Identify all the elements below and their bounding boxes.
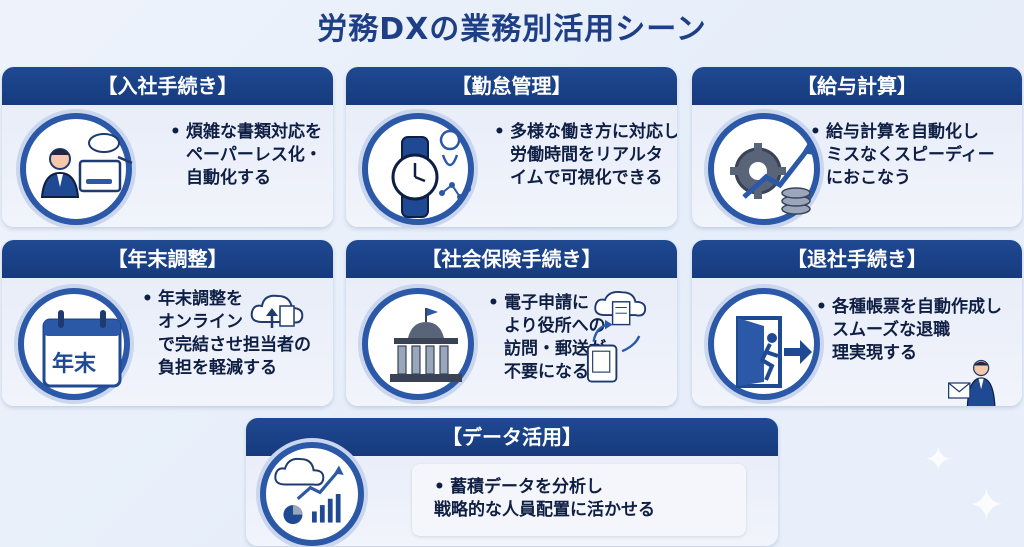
desc-line: 蓄積データを分析し [450, 477, 603, 497]
desc-line: 負担を軽減する [158, 358, 277, 378]
data-desc-panel [412, 464, 746, 536]
desc-line: より役所への [504, 316, 606, 336]
desc-line: 各種帳票を自動作成し [832, 297, 1002, 317]
desc-line: オンライン [158, 312, 243, 332]
exit-door-icon [708, 288, 820, 400]
cloud-document-upload-icon [586, 291, 647, 383]
page-title: 労務DXの業務別活用シーン [317, 12, 707, 47]
card-desc: •蓄積データを分析し 戦略的な人員配置に活かせる [434, 477, 655, 520]
calendar-text: 年末 [51, 352, 96, 377]
card-header: 【年末調整】 [2, 240, 333, 278]
desc-line: で完結させ担当者の [158, 335, 311, 355]
card-desc: •年末調整を オンライン で完結させ担当者の 負担を軽減する [142, 289, 311, 378]
calendar-icon: 年末 [18, 288, 130, 400]
desc-line: 多様な働き方に対応し [510, 122, 677, 142]
card-desc: •電子申請に より役所への 訪問・郵送が 不要になる [488, 293, 606, 382]
government-building-icon [362, 288, 474, 400]
desc-line: 自動化する [186, 168, 271, 188]
desc-line: 戦略的な人員配置に活かせる [434, 500, 655, 520]
desc-line: スムーズな退職 [832, 320, 951, 340]
desc-line: 年末調整を [158, 289, 243, 309]
desc-line: 訪問・郵送が [504, 339, 606, 359]
card-taisha: 【退社手続き】 •各種帳票を自動作成し スムーズな退職 理実現する [692, 240, 1022, 406]
card-header: 【社会保険手続き】 [346, 240, 677, 278]
desc-line: 煩雑な書類対応を [186, 122, 322, 142]
desc-line: イムで可視化できる [510, 168, 663, 188]
employee-envelope-icon [948, 359, 996, 406]
employee-paperless-icon [20, 113, 133, 225]
card-desc: •多様な働き方に対応し 労働時間をリアルタ イムで可視化できる [494, 121, 677, 190]
desc-line: 電子申請に [504, 293, 589, 313]
card-nenmatsu: 【年末調整】 年末 •年末調整を オンライン で完結させ担当者の 負担を軽減する [2, 240, 333, 406]
watch-location-icon [362, 113, 474, 225]
cloud-upload-icon [250, 294, 304, 328]
card-desc: •給与計算を自動化し ミスなくスピーディー におこなう [810, 122, 995, 188]
card-nyusha: 【入社手続き】 •煩雑な書類対応を ペーパーレス化・ 自動化する [2, 67, 333, 227]
desc-line: ミスなくスピーディー [826, 145, 995, 165]
card-desc: •各種帳票を自動作成し スムーズな退職 理実現する [816, 297, 1002, 363]
desc-line: におこなう [826, 168, 911, 188]
card-shakai: 【社会保険手続き】 •電子申請に より役所への 訪問・郵送が 不要になる [346, 240, 677, 406]
gear-chart-coins-icon [708, 113, 820, 225]
sparkle-icon: ✦ [924, 440, 953, 480]
card-kyuyo: 【給与計算】 •給与計算を自動化し ミスなくスピーディー におこなう [692, 67, 1022, 227]
card-header: 【勤怠管理】 [346, 67, 677, 105]
card-header: 【入社手続き】 [2, 67, 333, 105]
card-desc: •煩雑な書類対応を ペーパーレス化・ 自動化する [170, 122, 322, 188]
desc-line: 給与計算を自動化し [826, 122, 979, 142]
card-header: 【退社手続き】 [692, 240, 1022, 278]
cloud-analytics-icon [260, 442, 364, 546]
desc-line: 理実現する [832, 343, 917, 363]
sparkle-icon: ✦ [968, 480, 1005, 531]
card-data: 【データ活用】 •蓄積データを分析し 戦略的な人員配置に活かせる [246, 418, 778, 546]
desc-line: 労働時間をリアルタ [510, 145, 663, 165]
desc-line: 不要になる [504, 362, 589, 382]
card-header: 【給与計算】 [692, 67, 1022, 105]
card-kintai: 【勤怠管理】 •多様な働き方に対応し 労働時間をリアルタ イムで可視化できる [346, 67, 677, 227]
desc-line: ペーパーレス化・ [186, 145, 322, 165]
